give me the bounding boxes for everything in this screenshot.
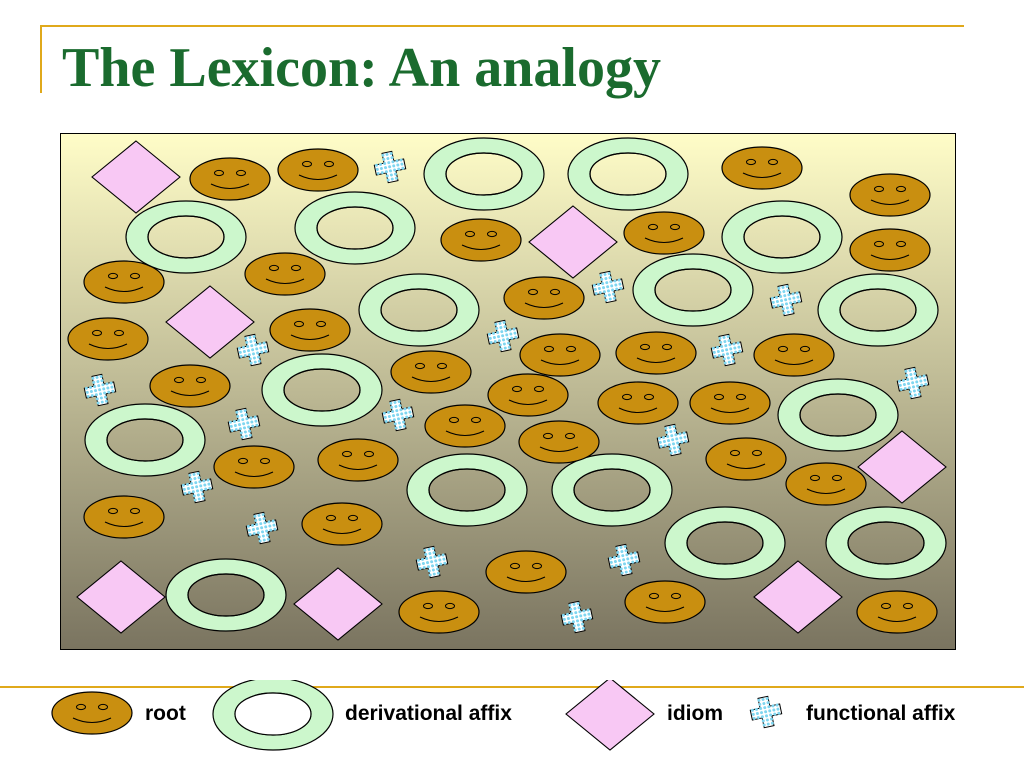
puzzle-cross-icon xyxy=(83,373,117,407)
puzzle-cross-icon xyxy=(560,600,594,634)
smiley-face-icon xyxy=(189,157,271,201)
puzzle-cross-icon xyxy=(373,150,407,184)
puzzle-cross-icon xyxy=(896,366,930,400)
diamond-icon xyxy=(528,205,618,279)
puzzle-cross-icon xyxy=(245,511,279,545)
smiley-face-icon xyxy=(424,404,506,448)
smiley-face-icon xyxy=(623,211,705,255)
smiley-face-icon xyxy=(390,350,472,394)
smiley-face-icon xyxy=(518,420,600,464)
legend-idiom-diamond-icon xyxy=(565,680,655,751)
smiley-face-icon xyxy=(487,373,569,417)
puzzle-cross-icon xyxy=(236,333,270,367)
puzzle-cross-icon xyxy=(591,270,625,304)
legend-label-functional-affix: functional affix xyxy=(806,702,956,725)
donut-ring-icon xyxy=(358,273,480,347)
puzzle-cross-icon xyxy=(415,545,449,579)
smiley-face-icon xyxy=(615,331,697,375)
smiley-face-icon xyxy=(244,252,326,296)
donut-ring-icon xyxy=(825,506,947,580)
smiley-face-icon xyxy=(67,317,149,361)
puzzle-cross-icon xyxy=(486,319,520,353)
donut-ring-icon xyxy=(551,453,673,527)
title-accent-bar xyxy=(40,25,42,93)
legend-functional-affix-icon xyxy=(749,695,783,729)
smiley-face-icon xyxy=(83,495,165,539)
smiley-face-icon xyxy=(785,462,867,506)
lexicon-analogy-panel xyxy=(60,133,956,650)
donut-ring-icon xyxy=(165,558,287,632)
diamond-icon xyxy=(293,567,383,641)
donut-ring-icon xyxy=(721,200,843,274)
donut-ring-icon xyxy=(125,200,247,274)
slide-title: The Lexicon: An analogy xyxy=(62,37,661,99)
donut-ring-icon xyxy=(777,378,899,452)
smiley-face-icon xyxy=(597,381,679,425)
legend-accent-rule xyxy=(0,686,1024,688)
puzzle-cross-icon xyxy=(227,407,261,441)
smiley-face-icon xyxy=(519,333,601,377)
smiley-face-icon xyxy=(624,580,706,624)
donut-ring-icon xyxy=(632,253,754,327)
donut-ring-icon xyxy=(567,137,689,211)
smiley-face-icon xyxy=(149,364,231,408)
legend-icons xyxy=(51,680,783,751)
diamond-icon xyxy=(753,560,843,634)
legend-label-root: root xyxy=(145,702,186,725)
title-accent-rule xyxy=(40,25,964,27)
smiley-face-icon xyxy=(277,148,359,192)
donut-ring-icon xyxy=(664,506,786,580)
puzzle-cross-icon xyxy=(710,333,744,367)
diamond-icon xyxy=(91,140,181,214)
smiley-face-icon xyxy=(317,438,399,482)
smiley-face-icon xyxy=(269,308,351,352)
donut-ring-icon xyxy=(261,353,383,427)
smiley-face-icon xyxy=(83,260,165,304)
smiley-face-icon xyxy=(301,502,383,546)
puzzle-cross-icon xyxy=(656,423,690,457)
smiley-face-icon xyxy=(503,276,585,320)
smiley-face-icon xyxy=(213,445,295,489)
smiley-face-icon xyxy=(849,173,931,217)
smiley-face-icon xyxy=(398,590,480,634)
diamond-icon xyxy=(165,285,255,359)
smiley-face-icon xyxy=(440,218,522,262)
smiley-face-icon xyxy=(753,333,835,377)
legend-root-smiley-icon xyxy=(51,691,133,735)
smiley-face-icon xyxy=(856,590,938,634)
puzzle-cross-icon xyxy=(769,283,803,317)
smiley-face-icon xyxy=(705,437,787,481)
donut-ring-icon xyxy=(423,137,545,211)
legend-derivational-affix-ring-icon xyxy=(212,680,334,751)
smiley-face-icon xyxy=(721,146,803,190)
donut-ring-icon xyxy=(294,191,416,265)
donut-ring-icon xyxy=(817,273,939,347)
smiley-face-icon xyxy=(689,381,771,425)
puzzle-cross-icon xyxy=(607,543,641,577)
puzzle-cross-icon xyxy=(180,470,214,504)
diamond-icon xyxy=(76,560,166,634)
legend-label-derivational-affix: derivational affix xyxy=(345,702,512,725)
diamond-icon xyxy=(857,430,947,504)
legend-label-idiom: idiom xyxy=(667,702,723,725)
smiley-face-icon xyxy=(485,550,567,594)
puzzle-cross-icon xyxy=(381,398,415,432)
donut-ring-icon xyxy=(84,403,206,477)
donut-ring-icon xyxy=(406,453,528,527)
smiley-face-icon xyxy=(849,228,931,272)
